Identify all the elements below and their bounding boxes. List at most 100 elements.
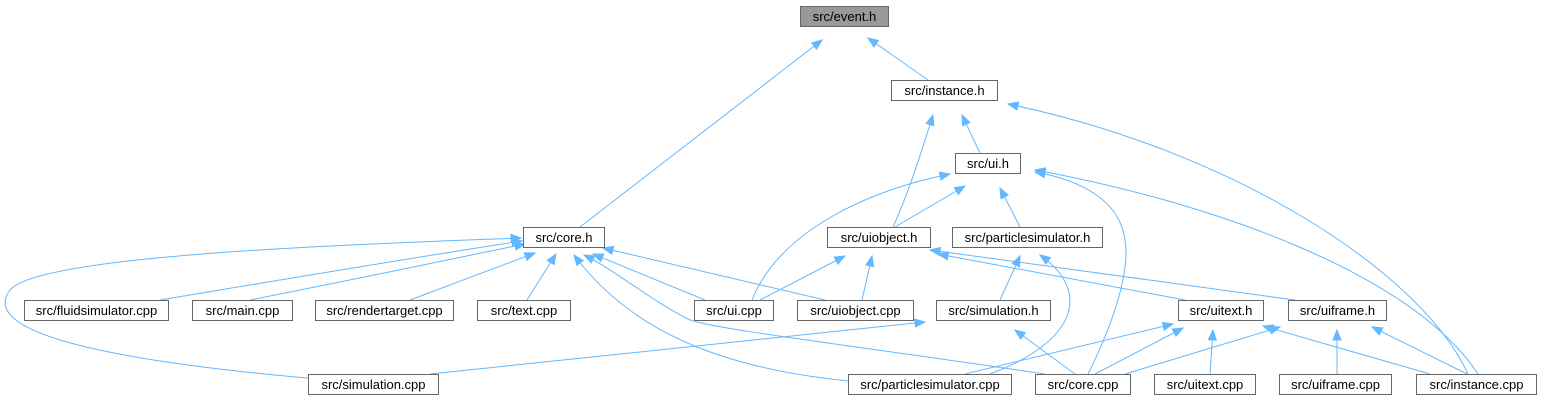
edge-uiobject-h-to-instance-h: [892, 113, 935, 228]
edge-line: [1371, 326, 1468, 375]
node-simulation-cpp[interactable]: src/simulation.cpp: [308, 374, 439, 395]
node-box: [1279, 374, 1392, 395]
node-rendertarget-cpp[interactable]: src/rendertarget.cpp: [315, 300, 454, 321]
node-box: [308, 374, 439, 395]
edge-uitext-h-to-uiobject-h: [936, 251, 1186, 301]
edge-ui-cpp-to-core-h: [591, 253, 706, 301]
node-box: [1154, 374, 1256, 395]
node-box: [827, 227, 931, 248]
node-uiobject-h[interactable]: src/uiobject.h: [827, 227, 931, 248]
edge-line: [429, 321, 926, 375]
arrowhead-icon: [601, 245, 615, 256]
node-particlesimulator-h[interactable]: src/particlesimulator.h: [952, 227, 1103, 248]
edge-instance-cpp-to-ui-h: [1033, 167, 1479, 375]
node-label: src/ui.cpp: [706, 303, 762, 318]
node-box: [523, 227, 605, 248]
arrowhead-icon: [510, 233, 523, 244]
edge-core-cpp-to-simulation-h: [1013, 329, 1076, 375]
arrowhead-icon: [1207, 328, 1218, 341]
node-instance-cpp[interactable]: src/instance.cpp: [1416, 374, 1537, 395]
node-text-cpp[interactable]: src/text.cpp: [477, 300, 571, 321]
node-label: src/simulation.cpp: [321, 377, 425, 392]
node-box: [1288, 300, 1387, 321]
edge-ui-h-to-instance-h: [961, 113, 981, 154]
node-box: [936, 300, 1051, 321]
edge-line: [1014, 329, 1076, 375]
node-uitext-cpp[interactable]: src/uitext.cpp: [1154, 374, 1256, 395]
node-label: src/uiobject.cpp: [810, 303, 900, 318]
node-particlesimulator-cpp[interactable]: src/particlesimulator.cpp: [848, 374, 1012, 395]
arrowhead-icon: [999, 186, 1010, 200]
edge-line: [1124, 326, 1281, 375]
arrowhead-icon: [1011, 254, 1021, 268]
edge-instance-h-to-event-h: [866, 37, 929, 81]
edge-particlesimulator-cpp-to-core-h: [573, 253, 861, 383]
arrowhead-icon: [546, 252, 557, 266]
edge-line: [583, 254, 1046, 375]
edge-uiobject-cpp-to-core-h: [601, 245, 826, 301]
edge-line: [751, 173, 951, 301]
node-ui-cpp[interactable]: src/ui.cpp: [694, 300, 774, 321]
node-label: src/uiobject.h: [841, 230, 918, 245]
node-event-h[interactable]: src/event.h: [800, 6, 889, 27]
arrowhead-icon: [1332, 328, 1342, 341]
nodes-layer: src/event.h src/instance.h src/ui.h src/cor…: [24, 6, 1537, 395]
node-box: [1178, 300, 1264, 321]
node-label: src/rendertarget.cpp: [326, 303, 442, 318]
node-box: [1035, 374, 1131, 395]
node-label: src/core.h: [535, 230, 592, 245]
edges-layer: [4, 37, 1479, 383]
arrowhead-icon: [1033, 167, 1047, 177]
arrowhead-icon: [1268, 325, 1282, 335]
edge-line: [1094, 327, 1184, 375]
edge-ui-cpp-to-ui-h: [751, 171, 952, 301]
node-label: src/core.cpp: [1048, 377, 1119, 392]
node-label: src/fluidsimulator.cpp: [36, 303, 157, 318]
edge-line: [159, 240, 523, 301]
edge-line: [1034, 169, 1479, 375]
node-core-h[interactable]: src/core.h: [523, 227, 605, 248]
node-box: [891, 80, 998, 101]
node-uiobject-cpp[interactable]: src/uiobject.cpp: [797, 300, 914, 321]
arrowhead-icon: [810, 39, 824, 51]
arrowhead-icon: [573, 253, 585, 267]
node-label: src/instance.h: [904, 83, 984, 98]
edge-uiframe-h-to-uiobject-h: [928, 246, 1296, 301]
node-box: [694, 300, 774, 321]
arrowhead-icon: [833, 255, 847, 266]
node-box: [315, 300, 454, 321]
edge-uitext-cpp-to-uitext-h: [1207, 328, 1218, 375]
node-box: [477, 300, 571, 321]
node-box: [797, 300, 914, 321]
edge-line: [937, 253, 1186, 301]
node-label: src/uiframe.cpp: [1291, 377, 1380, 392]
edge-instance-cpp-to-uiframe-h: [1370, 326, 1468, 375]
node-label: src/particlesimulator.cpp: [860, 377, 999, 392]
arrowhead-icon: [1006, 101, 1020, 111]
node-ui-h[interactable]: src/ui.h: [955, 153, 1021, 174]
edge-instance-cpp-to-uitext-h: [1261, 324, 1431, 375]
edge-simulation-cpp-to-simulation-h: [429, 318, 927, 375]
node-box: [955, 153, 1021, 174]
edge-main-cpp-to-core-h: [249, 241, 527, 301]
edge-uiobject-h-to-ui-h: [894, 185, 967, 228]
edge-simulation-cpp-to-core-h: [4, 233, 523, 381]
arrowhead-icon: [925, 113, 935, 127]
node-fluidsimulator-cpp[interactable]: src/fluidsimulator.cpp: [24, 300, 169, 321]
node-label: src/uiframe.h: [1300, 303, 1375, 318]
node-box: [952, 227, 1103, 248]
edge-particlesimulator-h-to-ui-h: [999, 186, 1021, 228]
node-core-cpp[interactable]: src/core.cpp: [1035, 374, 1131, 395]
edge-uiframe-cpp-to-uiframe-h: [1332, 328, 1342, 374]
node-uiframe-cpp[interactable]: src/uiframe.cpp: [1279, 374, 1392, 395]
arrowhead-icon: [1161, 321, 1175, 332]
node-simulation-h[interactable]: src/simulation.h: [936, 300, 1051, 321]
node-uitext-h[interactable]: src/uitext.h: [1178, 300, 1264, 321]
node-main-cpp[interactable]: src/main.cpp: [192, 300, 293, 321]
node-instance-h[interactable]: src/instance.h: [891, 80, 998, 101]
edge-line: [573, 254, 861, 383]
node-uiframe-h[interactable]: src/uiframe.h: [1288, 300, 1387, 321]
node-box: [1416, 374, 1537, 395]
node-box: [192, 300, 293, 321]
edge-line: [602, 247, 826, 301]
